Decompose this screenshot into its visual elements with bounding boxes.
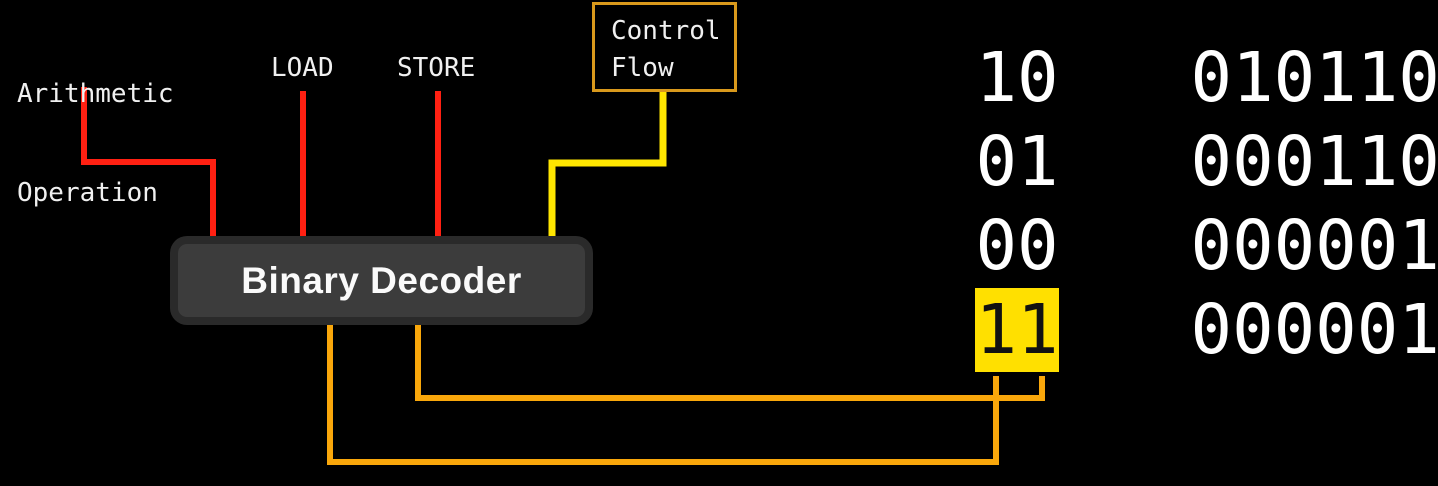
label-arithmetic-operation: Arithmetic Operation: [17, 12, 174, 276]
instruction-row: 10 010110: [975, 36, 1438, 120]
label-arithmetic-line1: Arithmetic: [17, 79, 174, 109]
instruction-list: 10 010110 01 000110 00 000001 11 000001: [975, 36, 1438, 372]
instruction-row: 11 000001: [975, 288, 1438, 372]
binary-decoder-box: Binary Decoder: [170, 236, 593, 325]
binary-decoder-label: Binary Decoder: [241, 259, 522, 301]
wire-control-flow: [548, 89, 667, 240]
instruction-row: 01 000110: [975, 120, 1438, 204]
opcode-value: 00: [975, 206, 1059, 286]
label-store: STORE: [397, 53, 476, 83]
operand-value: 000110: [1190, 122, 1438, 202]
operand-value: 000001: [1190, 206, 1438, 286]
operand-value: 010110: [1190, 38, 1438, 118]
control-flow-box: Control Flow: [592, 2, 737, 92]
wire-decoder-output-a: [327, 322, 999, 465]
label-arithmetic-line2: Operation: [17, 178, 158, 208]
opcode-value: 01: [975, 122, 1059, 202]
binary-decoder-box-inner: Binary Decoder: [178, 244, 585, 317]
label-control-flow-line1: Control: [611, 16, 721, 46]
instruction-row: 00 000001: [975, 204, 1438, 288]
operand-value: 000001: [1190, 290, 1438, 370]
label-control-flow-line2: Flow: [611, 53, 674, 83]
opcode-value: 10: [975, 38, 1059, 118]
wire-decoder-output-b: [415, 322, 1045, 401]
label-load: LOAD: [271, 53, 334, 83]
wire-arithmetic-operation: [81, 87, 216, 240]
opcode-value-highlighted: 11: [975, 288, 1059, 372]
